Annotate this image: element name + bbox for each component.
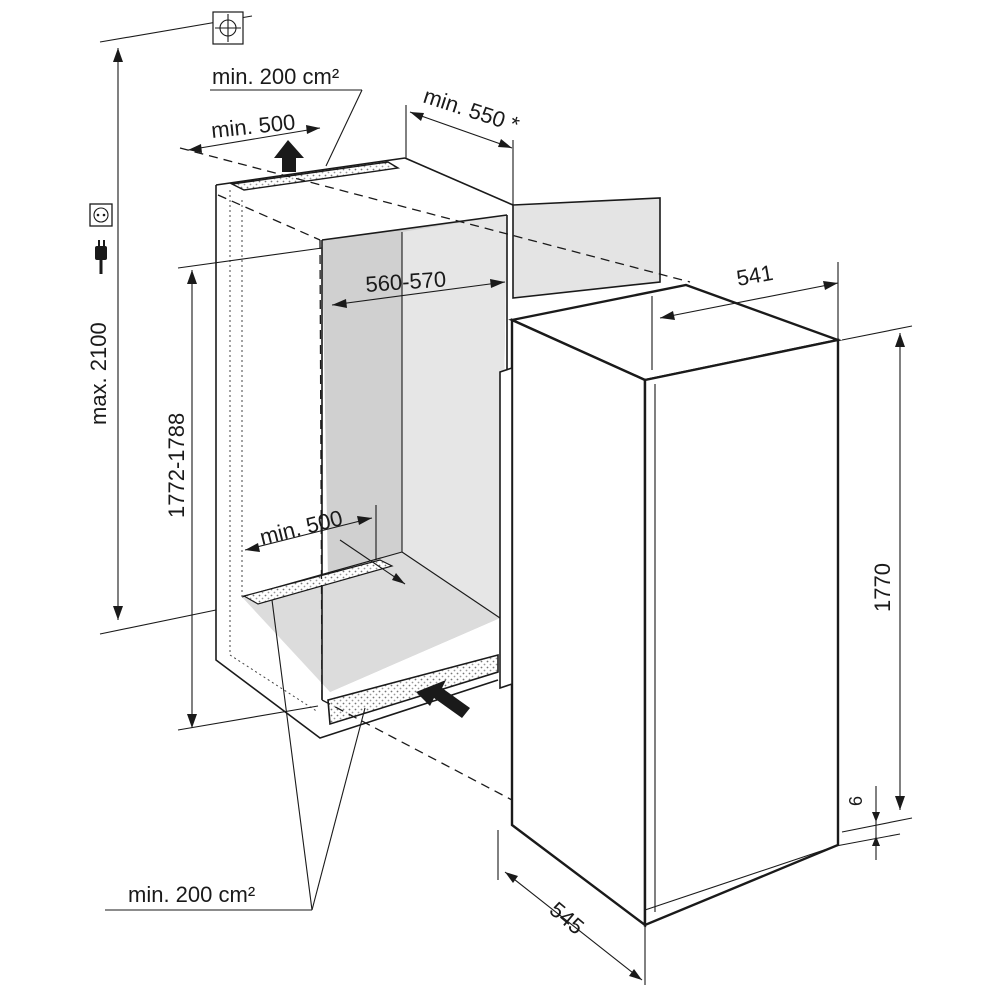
label-vent-bottom-area: min. 200 cm² xyxy=(128,882,255,907)
cabinet-door-panel xyxy=(512,197,661,299)
appliance-front xyxy=(643,338,840,927)
crosshair-icon xyxy=(212,11,244,45)
label-niche-width: 560-570 xyxy=(365,266,447,297)
socket-icon xyxy=(89,203,113,227)
label-max-height: max. 2100 xyxy=(86,322,111,425)
niche-side-panel xyxy=(402,215,507,618)
vent-plinth xyxy=(327,653,499,726)
airflow-arrows xyxy=(274,140,470,718)
label-niche-height: 1772-1788 xyxy=(164,413,189,518)
label-appliance-width: 541 xyxy=(735,260,776,291)
plug-icon xyxy=(95,240,107,274)
appliance-refrigerator xyxy=(499,283,843,928)
vent-top xyxy=(229,161,401,191)
label-gap: 6 xyxy=(846,796,866,806)
label-depth-min: min. 550 * xyxy=(420,83,522,138)
appliance-side xyxy=(510,318,647,928)
label-vent-top-area: min. 200 cm² xyxy=(212,64,339,89)
label-vent-top-width: min. 500 xyxy=(210,109,297,143)
dimension-lines xyxy=(89,11,913,985)
arrow-up-icon xyxy=(274,140,304,172)
label-appliance-height: 1770 xyxy=(870,563,895,612)
vent-bottom-rear xyxy=(242,559,394,605)
arrow-left-icon xyxy=(416,680,470,718)
cabinet-niche xyxy=(179,147,691,801)
